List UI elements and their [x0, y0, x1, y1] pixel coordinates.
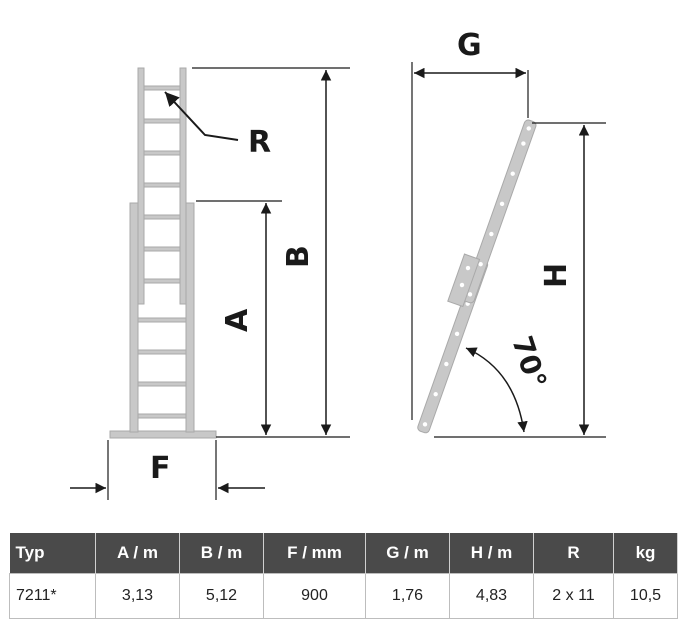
label-g: G: [457, 28, 482, 63]
header-b: B / m: [179, 533, 264, 574]
rung-indicator: R: [164, 91, 271, 160]
cell-kg: 10,5: [613, 573, 678, 619]
dimension-f: F: [70, 451, 265, 494]
side-view-ladder: [417, 119, 537, 434]
lower-section-rungs: [137, 317, 187, 419]
dimension-b: B: [281, 70, 332, 435]
ladder-base-foot: [109, 430, 217, 439]
angle-label: 70°: [505, 332, 553, 393]
header-g: G / m: [365, 533, 450, 574]
angle-indicator: 70°: [465, 332, 553, 433]
cell-h: 4,83: [449, 573, 534, 619]
lower-section-right-rail: [185, 202, 195, 433]
table-row: 7211* 3,13 5,12 900 1,76 4,83 2 x 11 10,…: [9, 573, 678, 619]
label-a: A: [220, 308, 255, 332]
label-r: R: [248, 125, 271, 160]
upper-section-right-rail: [179, 67, 187, 305]
lower-section-left-rail: [129, 202, 139, 433]
upper-section-left-rail: [137, 67, 145, 305]
header-f: F / mm: [263, 533, 366, 574]
header-kg: kg: [613, 533, 678, 574]
label-b: B: [281, 245, 316, 268]
label-h: H: [539, 263, 574, 288]
ladder-dimension-diagram: R A B F: [70, 28, 606, 500]
dimension-a: A: [220, 203, 272, 435]
upper-section-rungs: [143, 85, 181, 284]
header-h: H / m: [449, 533, 534, 574]
cell-g: 1,76: [365, 573, 450, 619]
front-view-ladder: [109, 67, 217, 439]
cell-b: 5,12: [179, 573, 264, 619]
cell-a: 3,13: [95, 573, 180, 619]
specification-table: Typ A / m B / m F / mm G / m H / m R kg …: [9, 533, 678, 619]
dimension-g: G: [414, 28, 526, 79]
cell-r: 2 x 11: [533, 573, 614, 619]
header-r: R: [533, 533, 614, 574]
front-extension-lines: [107, 67, 350, 500]
table-header-row: Typ A / m B / m F / mm G / m H / m R kg: [9, 533, 678, 574]
header-typ: Typ: [9, 533, 96, 574]
side-extension-lines: [411, 62, 606, 438]
cell-typ: 7211*: [9, 573, 96, 619]
header-a: A / m: [95, 533, 180, 574]
cell-f: 900: [263, 573, 366, 619]
label-f: F: [150, 451, 171, 486]
dimension-h: H: [539, 125, 590, 435]
